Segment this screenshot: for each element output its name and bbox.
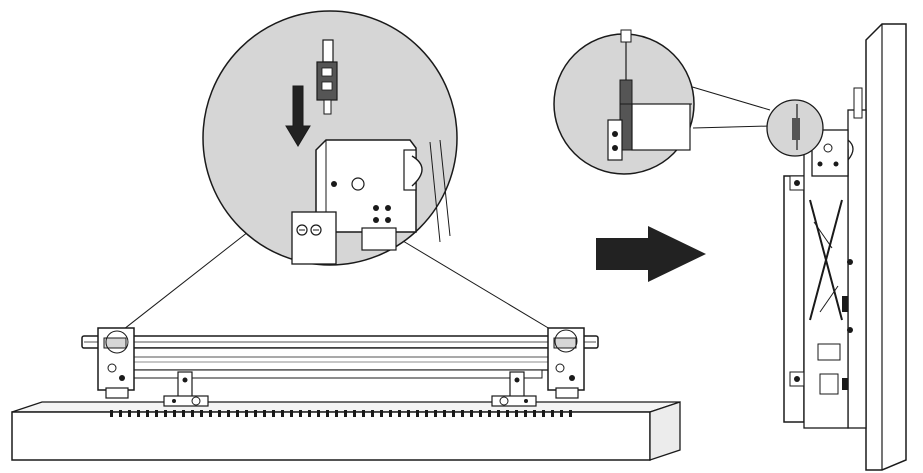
wall-plate [847,109,867,429]
wall [865,23,907,471]
display-panel [11,401,681,461]
top-hook [853,87,863,119]
right-callout-spot [554,329,578,353]
left-mounting-arm [163,371,209,407]
left-callout-spot [105,330,129,354]
display-panel-side [783,175,805,423]
callout-leader-right [397,237,566,339]
side-plate-detail [291,211,337,265]
callout-leader-top [688,85,771,111]
left-end-bracket [97,327,135,399]
panel-vent-teeth [108,408,578,417]
bracket-housing-detail [315,139,451,251]
magnified-detail-left [202,10,458,266]
right-scene [553,23,907,471]
callout-leader-left [109,231,249,341]
callout-leader-bottom [692,125,771,129]
scissor-arm [803,149,853,429]
right-mounting-arm [491,371,537,407]
locking-tab [316,39,338,115]
mount-rail [81,335,599,379]
left-scene [11,10,681,461]
right-arrow-icon [596,226,706,282]
right-end-bracket [547,327,585,399]
down-arrow-icon [285,85,311,147]
magnified-detail-right [553,29,695,175]
